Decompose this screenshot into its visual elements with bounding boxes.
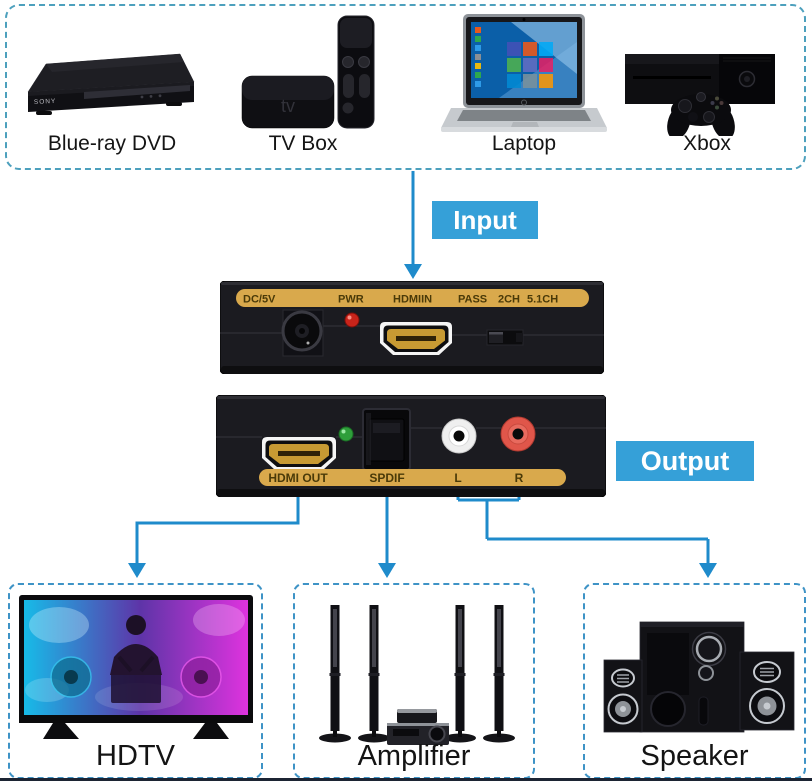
speaker-icon — [603, 621, 795, 733]
sony-logo: SONY — [34, 98, 57, 106]
amplifier-arrowhead — [378, 563, 396, 578]
webcam-dot — [522, 18, 526, 21]
tv-box-icon: tv — [241, 15, 375, 129]
bottom-divider — [0, 778, 812, 781]
satellite-right — [739, 651, 795, 731]
tv-logo: tv — [281, 96, 295, 116]
tv-leg-right — [193, 723, 229, 739]
label-l: L — [454, 471, 461, 485]
hdtv-group: HDTV — [8, 583, 263, 779]
label-r: R — [515, 471, 524, 485]
power-led-red — [344, 312, 360, 328]
label-spdif: SPDIF — [369, 471, 404, 485]
av-receiver — [387, 723, 449, 745]
input-label: Input — [432, 201, 538, 239]
audio-mode-switch — [486, 329, 524, 346]
hdmi-in-port — [380, 322, 452, 355]
subwoofer — [639, 621, 745, 733]
xbox-console — [625, 54, 775, 104]
label-hdmi-out: HDMI OUT — [268, 471, 328, 485]
rca-jack-right-red — [500, 416, 536, 452]
label-hdmiin: HDMIIN — [393, 294, 432, 306]
laptop-screen — [463, 14, 585, 108]
label-2ch: 2CH — [498, 294, 520, 306]
front-label-strip — [236, 289, 589, 307]
label-pass: PASS — [458, 294, 487, 306]
hdmi-out-port — [262, 437, 336, 470]
hp-logo — [521, 99, 527, 106]
dvd-player-body: SONY — [27, 53, 195, 115]
laptop-base — [441, 108, 607, 132]
speaker-arrowhead — [699, 563, 717, 578]
disc-tray — [84, 85, 190, 99]
back-label-strip — [259, 469, 566, 486]
tower-speakers — [319, 605, 515, 743]
converter-back-panel: HDMI OUT SPDIF L R — [216, 395, 606, 497]
device-label-laptop: Laptop — [491, 132, 557, 155]
satellite-left — [603, 659, 643, 733]
bluray-dvd-player-icon: SONY — [27, 53, 195, 115]
hdtv-icon — [19, 595, 253, 739]
label-51ch: 5.1CH — [527, 294, 558, 306]
center-speaker — [397, 709, 437, 723]
windows-tiles — [475, 27, 553, 88]
laptop-icon — [441, 14, 607, 132]
xbox-controller — [667, 92, 735, 136]
device-label-xbox: Xbox — [683, 132, 731, 155]
device-label-bluray: Blue-ray DVD — [47, 132, 177, 155]
device-label-speaker: Speaker — [640, 740, 749, 772]
input-devices-group: SONY Blue-ray DVD tv TV Box — [5, 4, 806, 170]
rca-jack-left-white — [441, 418, 477, 454]
xbox-icon — [625, 54, 775, 136]
tv-box-unit: tv — [241, 75, 335, 129]
disc-slot — [633, 76, 711, 79]
device-label-hdtv: HDTV — [96, 740, 175, 772]
hdtv-arrowhead — [128, 563, 146, 578]
tv-leg-left — [43, 723, 79, 739]
amplifier-group: Amplifier — [293, 583, 535, 779]
tv-remote — [337, 15, 375, 129]
device-label-amplifier: Amplifier — [357, 740, 471, 772]
signal-led-green — [338, 426, 354, 442]
spdif-optical-port — [362, 408, 411, 471]
dj-scene — [25, 604, 245, 711]
label-dc5v: DC/5V — [243, 294, 276, 306]
converter-front-panel: DC/5V PWR HDMIIN PASS 2CH 5.1CH — [220, 281, 604, 374]
input-arrowhead — [404, 264, 422, 279]
speaker-group: Speaker — [583, 583, 806, 779]
output-label: Output — [616, 441, 754, 481]
device-label-tvbox: TV Box — [268, 132, 338, 155]
amplifier-icon — [319, 605, 515, 745]
label-pwr: PWR — [338, 294, 364, 306]
dc-power-jack — [281, 309, 324, 357]
